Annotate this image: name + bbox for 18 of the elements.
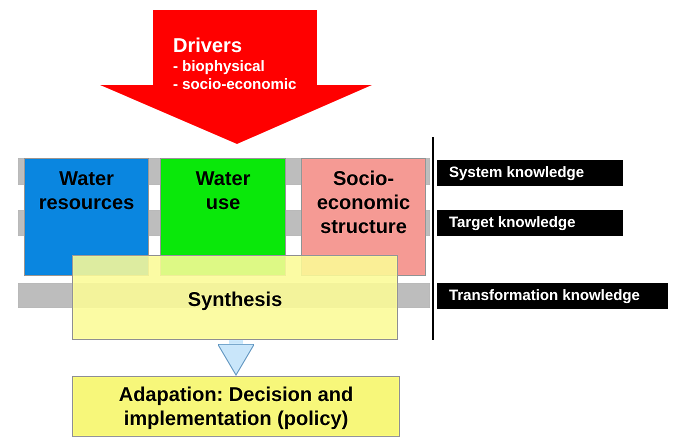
node-label: Transformation knowledge <box>449 287 640 305</box>
knowledge-bar <box>437 210 623 236</box>
knowledge-bar <box>437 283 668 309</box>
arrow <box>217 340 255 376</box>
node-label: Synthesis <box>188 288 282 312</box>
outcome-box <box>72 376 400 437</box>
knowledge-bar <box>437 160 623 186</box>
node-label: System knowledge <box>449 164 584 182</box>
block-arrow <box>100 10 372 144</box>
list-item: - socio-economic <box>173 76 296 94</box>
synthesis-box <box>72 255 398 340</box>
heading: Drivers <box>173 34 243 58</box>
list-item: - biophysical <box>173 58 266 76</box>
node-label: Water use <box>194 167 252 215</box>
node-label: Water resources <box>38 167 136 215</box>
node-label: Adapation: Decision and implementation (policy) <box>118 382 354 430</box>
node-label: Target knowledge <box>449 214 576 232</box>
node-label: Socio-economic structure <box>316 167 412 239</box>
